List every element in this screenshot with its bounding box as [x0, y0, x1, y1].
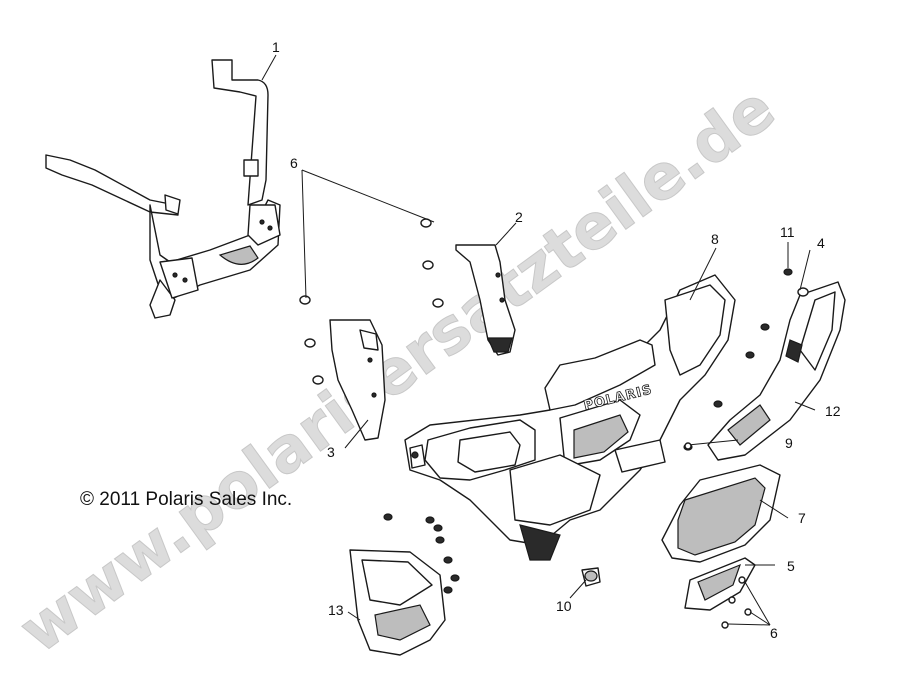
callout-4: 4	[817, 235, 825, 251]
part-3-bracket	[329, 319, 386, 441]
part-8-front-fascia: POLARIS	[404, 274, 736, 561]
callout-12: 12	[825, 403, 841, 419]
callout-10: 10	[556, 598, 572, 614]
callout-13: 13	[328, 602, 344, 618]
part-5-skid-plate	[684, 557, 756, 611]
callout-7: 7	[798, 510, 806, 526]
part-10-plug	[581, 567, 601, 587]
fasteners-group-6-lower	[721, 576, 752, 629]
fasteners-lower-left	[383, 513, 460, 594]
copyright-text: © 2011 Polaris Sales Inc.	[80, 489, 292, 510]
part-13-lower-panel	[349, 549, 446, 656]
callout-5: 5	[787, 558, 795, 574]
callout-8: 8	[711, 231, 719, 247]
callout-6-upper: 6	[290, 155, 298, 171]
callout-1: 1	[272, 39, 280, 55]
callout-3: 3	[327, 444, 335, 460]
part-7-grille	[661, 464, 781, 563]
callout-9: 9	[785, 435, 793, 451]
callout-2: 2	[515, 209, 523, 225]
callout-6-lower: 6	[770, 625, 778, 641]
part-2-bracket	[455, 244, 516, 356]
leader-lines	[261, 54, 816, 626]
callouts: 1 2 3 4 5 6 6 7 8 9 10 11 12 13	[272, 39, 841, 641]
callout-11: 11	[780, 224, 795, 240]
part-9-screw	[684, 439, 739, 450]
fasteners-part-4-11	[683, 268, 809, 451]
part-1-front-bumper-frame	[45, 59, 281, 319]
